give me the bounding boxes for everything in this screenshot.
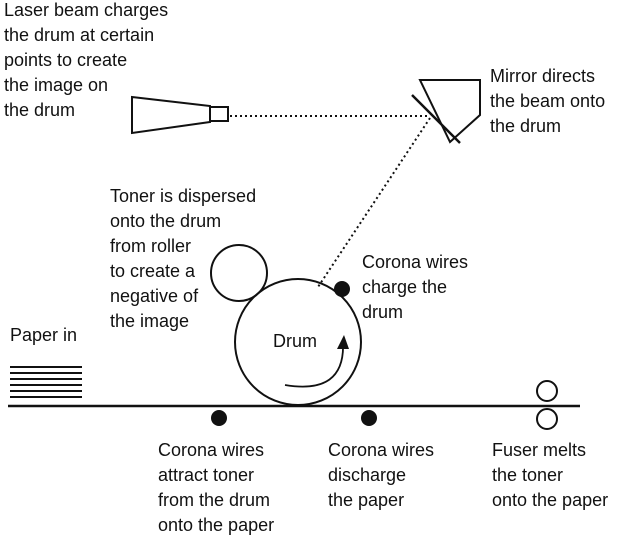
- fuser-roller-bottom: [536, 408, 558, 430]
- corona-wire-discharge-dot: [361, 410, 377, 426]
- paper-in-label: Paper in: [10, 325, 78, 345]
- drum-rotation-arrowhead: [337, 335, 349, 349]
- mirror-label: Mirror directs the beam onto the drum: [490, 66, 606, 136]
- corona-wire-charge-dot: [334, 281, 350, 297]
- corona-wires-charge-label: Corona wires charge the drum: [362, 252, 469, 322]
- mirror-surface: [411, 94, 461, 144]
- drum-rotation-arrow: [284, 342, 344, 388]
- laser-nozzle: [209, 106, 229, 122]
- corona-wires-attract-label: Corona wires attract toner from the drum…: [158, 440, 275, 535]
- toner-roller: [210, 244, 268, 302]
- corona-wire-attract-dot: [211, 410, 227, 426]
- corona-wires-discharge-label: Corona wires discharge the paper: [328, 440, 435, 510]
- fuser-roller-top: [536, 380, 558, 402]
- paper-stack: [10, 366, 82, 398]
- laser-beam-label: Laser beam charges the drum at certain p…: [4, 0, 169, 120]
- fuser-label: Fuser melts the toner onto the paper: [492, 440, 609, 510]
- drum-label: Drum: [273, 331, 317, 351]
- laser-beam-to-drum: [317, 117, 431, 288]
- toner-label: Toner is dispersed onto the drum from ro…: [110, 186, 257, 331]
